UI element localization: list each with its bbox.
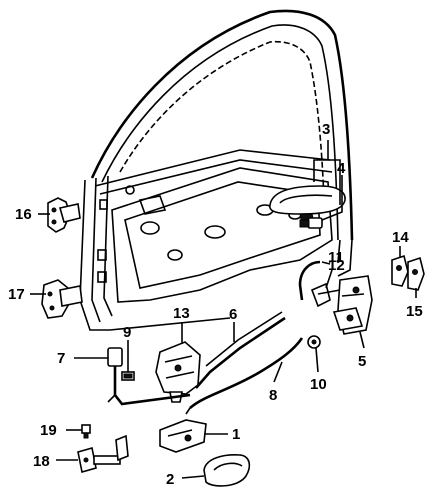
door-check: [77, 434, 129, 474]
callout-19: 19: [40, 422, 57, 439]
inside-handle-rod: [107, 347, 191, 406]
handle-bezel: [203, 454, 251, 487]
callout-labels: 3 4 16 17 11 12 14 15 5 6 13 9 7 8 10 1 …: [8, 121, 423, 488]
door-latch: [332, 275, 373, 335]
callout-13: 13: [173, 305, 190, 322]
callout-11: 11: [328, 249, 344, 266]
callout-17: 17: [8, 286, 25, 303]
callout-5: 5: [358, 353, 366, 370]
outside-handle: [269, 185, 346, 225]
check-bolt: [81, 424, 91, 439]
callout-16: 16: [15, 206, 32, 223]
leader-lines: [30, 140, 417, 479]
callout-9: 9: [123, 324, 131, 341]
striker-plate: [391, 254, 409, 287]
rod-grommet: [307, 335, 321, 349]
callout-6: 6: [229, 306, 237, 323]
callout-4: 4: [337, 160, 346, 177]
callout-15: 15: [406, 303, 423, 320]
lower-hinge: [41, 279, 83, 319]
striker: [407, 256, 425, 291]
rod-clip: [121, 371, 135, 381]
callout-10: 10: [310, 376, 327, 393]
callout-3: 3: [322, 121, 330, 138]
upper-hinge: [47, 197, 81, 233]
lock-rod-assembly: [298, 260, 341, 308]
callout-7: 7: [57, 350, 65, 367]
callout-8: 8: [269, 387, 277, 404]
lock-cylinder: [299, 217, 323, 229]
callout-14: 14: [392, 229, 409, 246]
callout-2: 2: [166, 471, 174, 488]
lock-actuator: [155, 341, 201, 403]
lock-rods: [185, 311, 304, 415]
door-shell: [79, 9, 354, 331]
callout-1: 1: [232, 426, 240, 443]
callout-12: 12: [328, 257, 345, 274]
inside-handle: [159, 419, 207, 453]
callout-18: 18: [33, 453, 50, 470]
